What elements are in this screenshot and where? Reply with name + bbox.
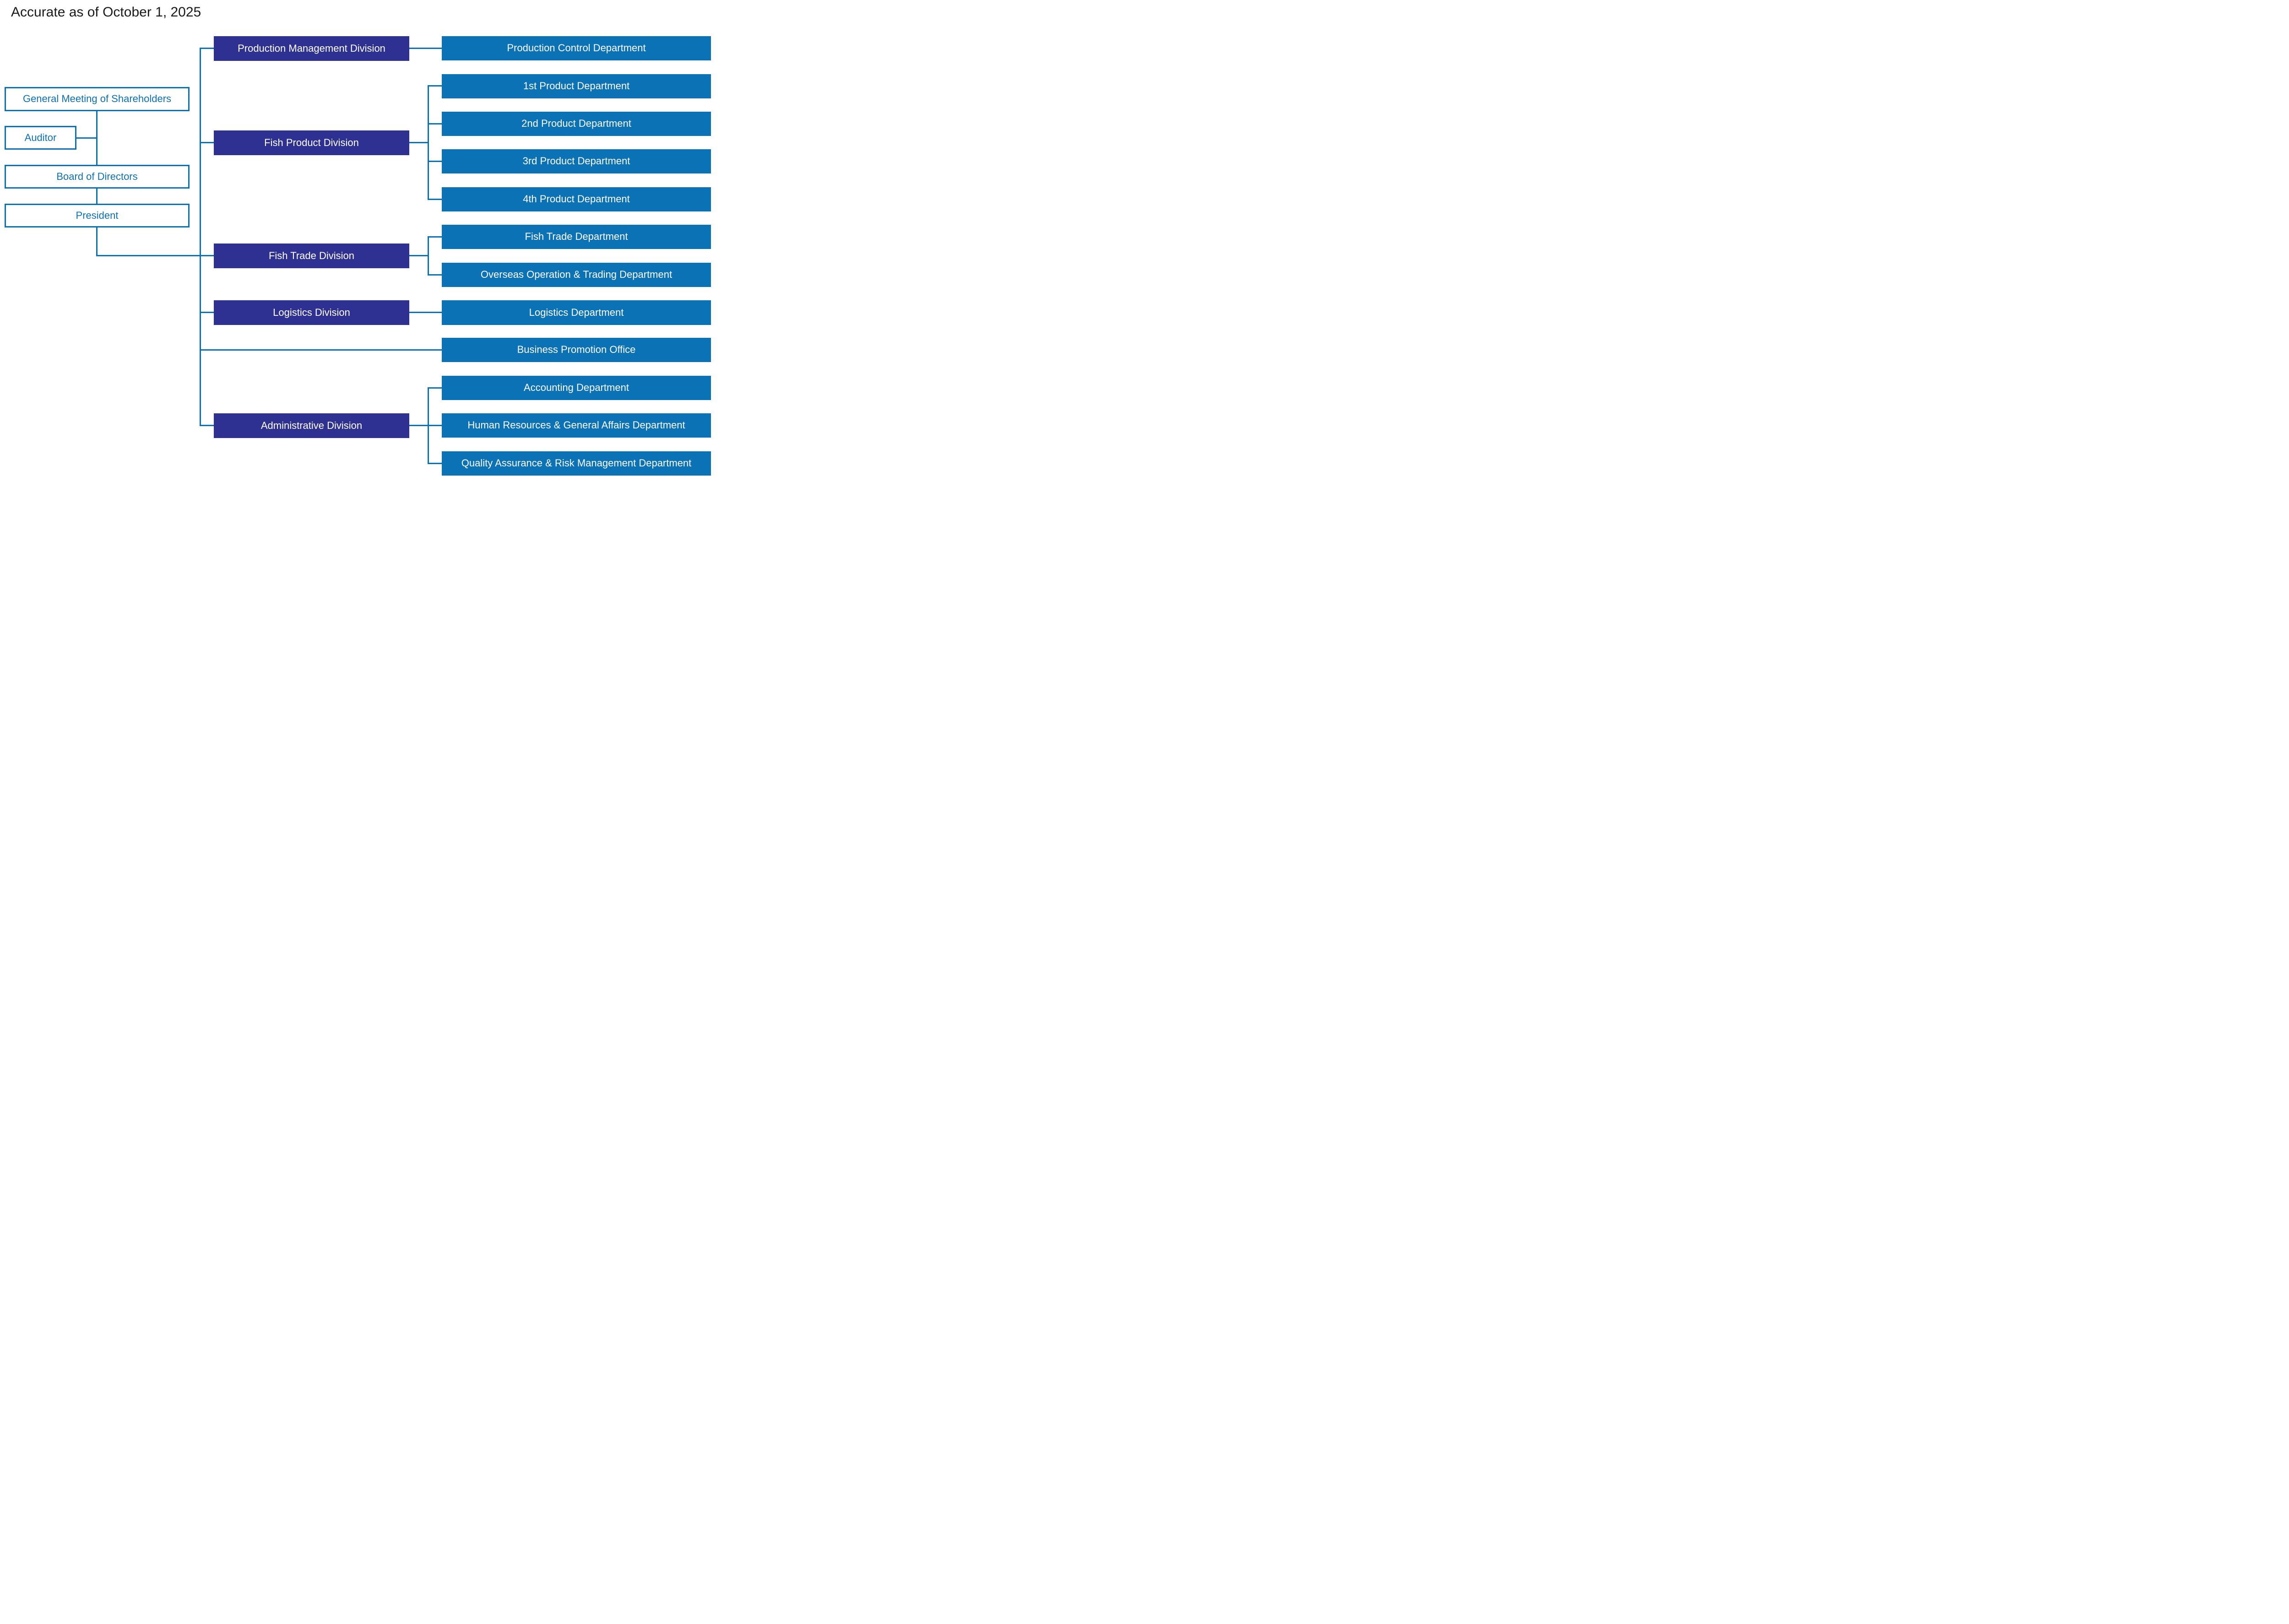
department-box-human-resources-general-affairs: Human Resources & General Affairs Depart…: [442, 413, 711, 438]
branch-business-promotion: [200, 349, 442, 351]
department-box-3rd-product: 3rd Product Department: [442, 149, 711, 173]
division-box-fish-trade: Fish Trade Division: [214, 244, 409, 268]
box-president: President: [5, 204, 190, 227]
connector-pmd-to-pcd: [409, 48, 442, 49]
branch-production-management: [200, 48, 214, 49]
division-box-production-management: Production Management Division: [214, 36, 409, 61]
stub-1st-product: [428, 85, 442, 87]
connector-ld-to-ldept: [409, 312, 442, 313]
department-box-fish-trade: Fish Trade Department: [442, 225, 711, 249]
department-box-accounting: Accounting Department: [442, 376, 711, 400]
department-box-production-control: Production Control Department: [442, 36, 711, 60]
department-box-2nd-product: 2nd Product Department: [442, 112, 711, 136]
stub-2nd-product: [428, 123, 442, 125]
branch-logistics: [200, 312, 214, 313]
office-box-business-promotion: Business Promotion Office: [442, 338, 711, 362]
division-box-administrative: Administrative Division: [214, 413, 409, 438]
department-box-1st-product: 1st Product Department: [442, 74, 711, 98]
department-box-quality-assurance-risk-management: Quality Assurance & Risk Management Depa…: [442, 451, 711, 476]
page-title: Accurate as of October 1, 2025: [11, 5, 201, 20]
branch-fish-product: [200, 142, 214, 143]
bus-fish-trade: [428, 236, 429, 276]
stub-3rd-product: [428, 161, 442, 162]
connector-auditor: [76, 137, 97, 139]
connector-ftd-to-bus: [409, 255, 429, 256]
connector-ad-to-bus: [409, 425, 442, 426]
bus-administrative: [428, 387, 429, 464]
division-box-fish-product: Fish Product Division: [214, 130, 409, 155]
stub-fish-trade-dept: [428, 236, 442, 238]
department-box-logistics: Logistics Department: [442, 300, 711, 325]
connector-fpd-to-bus: [409, 142, 429, 143]
stub-4th-product: [428, 199, 442, 200]
bus-fish-product: [428, 85, 429, 200]
division-box-logistics: Logistics Division: [214, 300, 409, 325]
connector-president-to-trunk: [96, 255, 214, 256]
stub-accounting: [428, 387, 442, 389]
org-chart: Accurate as of October 1, 2025 General M…: [0, 0, 714, 477]
connector-trunk: [200, 48, 201, 426]
department-box-overseas-operation-trading: Overseas Operation & Trading Department: [442, 263, 711, 287]
department-box-4th-product: 4th Product Department: [442, 187, 711, 211]
stub-quality-assurance: [428, 463, 442, 464]
box-general-meeting-of-shareholders: General Meeting of Shareholders: [5, 87, 190, 111]
branch-administrative: [200, 425, 214, 426]
box-auditor: Auditor: [5, 126, 76, 150]
box-board-of-directors: Board of Directors: [5, 165, 190, 189]
stub-overseas-dept: [428, 274, 442, 276]
